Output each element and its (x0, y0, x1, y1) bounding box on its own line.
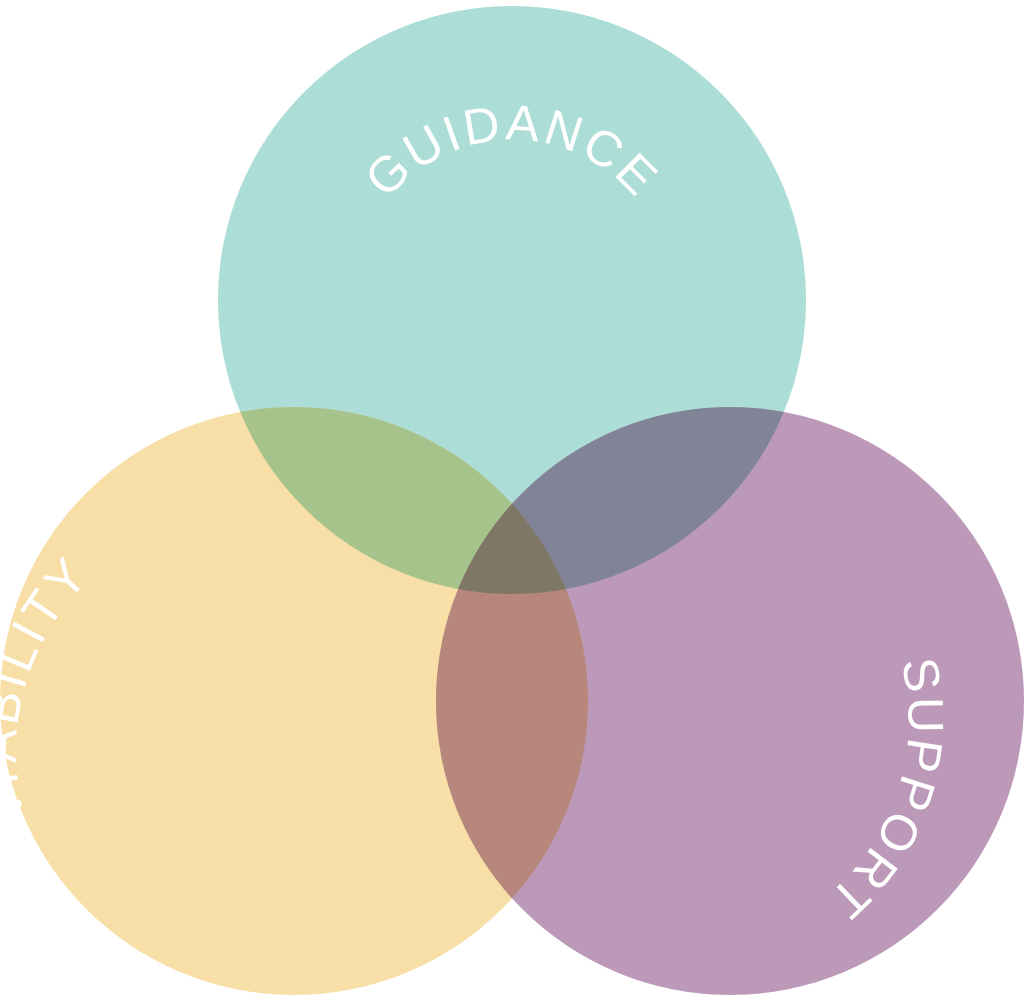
overlap-guidance-accountability (218, 407, 588, 594)
overlap-guidance-support (436, 407, 806, 594)
